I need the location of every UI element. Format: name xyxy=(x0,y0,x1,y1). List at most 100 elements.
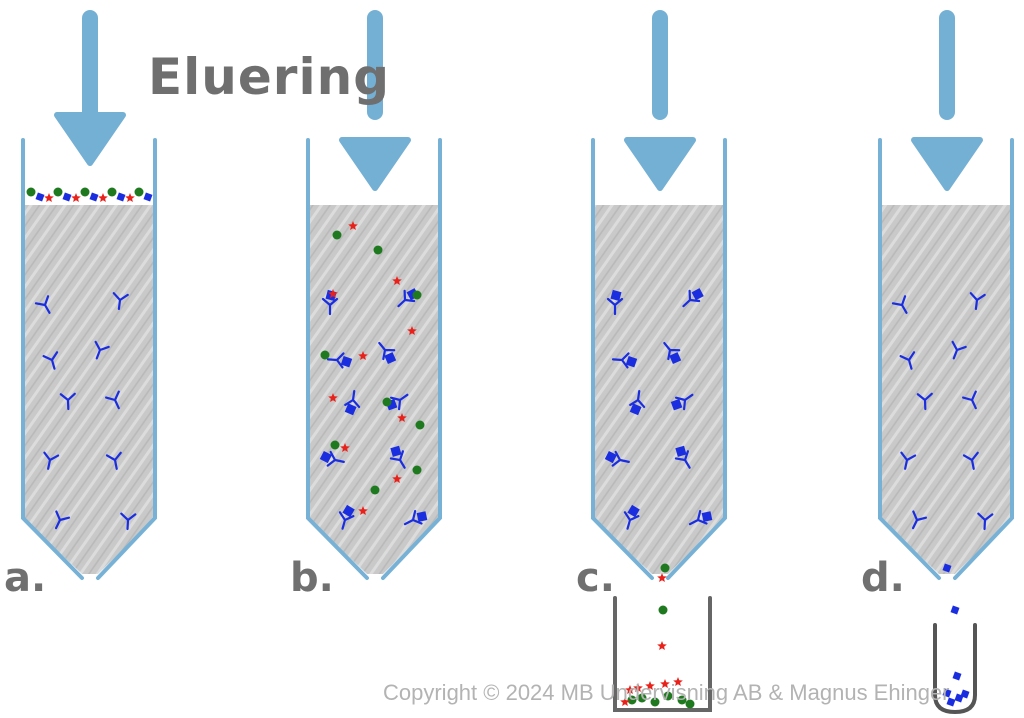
antibody-stroke xyxy=(900,451,917,470)
antibody-icon xyxy=(105,390,120,410)
flow-arrow-icon xyxy=(339,10,411,191)
antibody-stroke xyxy=(977,512,994,531)
arrow-head xyxy=(911,137,983,191)
antibody-icon xyxy=(969,292,986,311)
antibody-icon xyxy=(623,504,640,530)
antibody-icon xyxy=(688,509,713,526)
antigen-square xyxy=(342,504,355,518)
antibody-stroke xyxy=(969,292,986,311)
protein-star-icon xyxy=(657,573,667,582)
column-outline xyxy=(591,138,727,580)
antibody-icon xyxy=(326,352,353,369)
antibody-stroke xyxy=(403,509,423,526)
antigen-square xyxy=(627,504,640,518)
antibody-stroke xyxy=(911,510,928,530)
column-matrix xyxy=(23,205,155,574)
protein-dot xyxy=(658,605,668,615)
antibody-icon xyxy=(59,392,76,411)
antigen-square xyxy=(35,192,45,202)
antigen-square xyxy=(952,671,962,681)
antibody-stroke xyxy=(120,512,137,531)
protein-star-icon xyxy=(392,276,402,285)
protein-dot xyxy=(53,187,63,197)
antigen-square xyxy=(669,352,682,365)
protein-star-icon xyxy=(620,697,630,706)
protein-star-icon xyxy=(625,685,635,694)
antibody-icon xyxy=(34,295,51,314)
protein-star-icon xyxy=(328,393,338,402)
protein-star-icon xyxy=(328,289,338,298)
antibody-stroke xyxy=(42,351,59,370)
column-outline xyxy=(306,138,442,580)
arrow-shaft xyxy=(367,10,383,120)
antibody-icon xyxy=(916,392,933,411)
antibody-stroke xyxy=(59,392,76,411)
protein-star-icon xyxy=(348,221,358,230)
antibody-stroke xyxy=(606,297,624,316)
antibody-icon xyxy=(42,351,59,370)
protein-dot xyxy=(320,350,330,360)
column-d xyxy=(878,10,1014,615)
protein-dot xyxy=(134,187,144,197)
column-matrix xyxy=(880,205,1012,574)
antibody-stroke xyxy=(962,451,979,470)
antigen-square xyxy=(390,445,402,457)
column-a xyxy=(21,10,157,580)
antibody-icon xyxy=(977,512,994,531)
antibody-icon xyxy=(682,288,704,308)
antigen-square xyxy=(942,688,952,698)
antibody-icon xyxy=(378,341,397,365)
protein-star-icon xyxy=(392,474,402,483)
protein-dot xyxy=(677,695,687,705)
antigen-square xyxy=(610,289,622,301)
antibody-stroke xyxy=(94,340,110,360)
protein-star-icon xyxy=(660,679,670,688)
protein-star-icon xyxy=(340,443,350,452)
antibody-icon xyxy=(389,445,406,469)
antigen-square xyxy=(344,403,357,416)
panel-label-d: d. xyxy=(861,555,905,601)
antibody-icon xyxy=(344,389,361,416)
protein-star-icon xyxy=(397,413,407,422)
protein-star-icon xyxy=(633,683,643,692)
column-b xyxy=(306,10,442,580)
protein-dot xyxy=(107,187,117,197)
antibody-stroke xyxy=(389,450,406,469)
protein-star-icon xyxy=(657,641,667,650)
antibody-icon xyxy=(962,451,979,470)
antibody-stroke xyxy=(916,392,933,411)
antibody-stroke xyxy=(899,351,916,370)
antigen-square xyxy=(319,450,332,464)
protein-dot xyxy=(650,697,660,707)
protein-star-icon xyxy=(71,193,81,202)
antibody-stroke xyxy=(105,390,120,410)
antibody-stroke xyxy=(674,393,694,411)
antibody-stroke xyxy=(623,511,640,530)
protein-dot xyxy=(685,699,695,709)
protein-dot xyxy=(373,245,383,255)
antibody-icon xyxy=(606,289,624,316)
protein-star-icon xyxy=(673,677,683,686)
antibody-stroke xyxy=(951,340,967,360)
antigen-square xyxy=(62,192,72,202)
antibody-icon xyxy=(900,451,917,470)
protein-dot xyxy=(370,485,380,495)
arrow-head xyxy=(54,112,126,166)
antibody-icon xyxy=(43,451,60,470)
protein-dot xyxy=(332,230,342,240)
arrow-shaft xyxy=(939,10,955,120)
antibody-stroke xyxy=(344,389,361,409)
antibody-stroke xyxy=(321,297,339,316)
protein-star-icon xyxy=(98,193,108,202)
arrow-shaft xyxy=(82,10,98,120)
tube-outline xyxy=(933,623,977,715)
antibody-stroke xyxy=(326,352,345,369)
antigen-square xyxy=(604,450,617,464)
antibody-stroke xyxy=(611,352,630,369)
protein-dot xyxy=(412,290,422,300)
antibody-icon xyxy=(891,295,908,314)
antibody-icon xyxy=(670,393,694,411)
antibody-icon xyxy=(911,510,928,530)
antigen-square xyxy=(143,192,153,202)
